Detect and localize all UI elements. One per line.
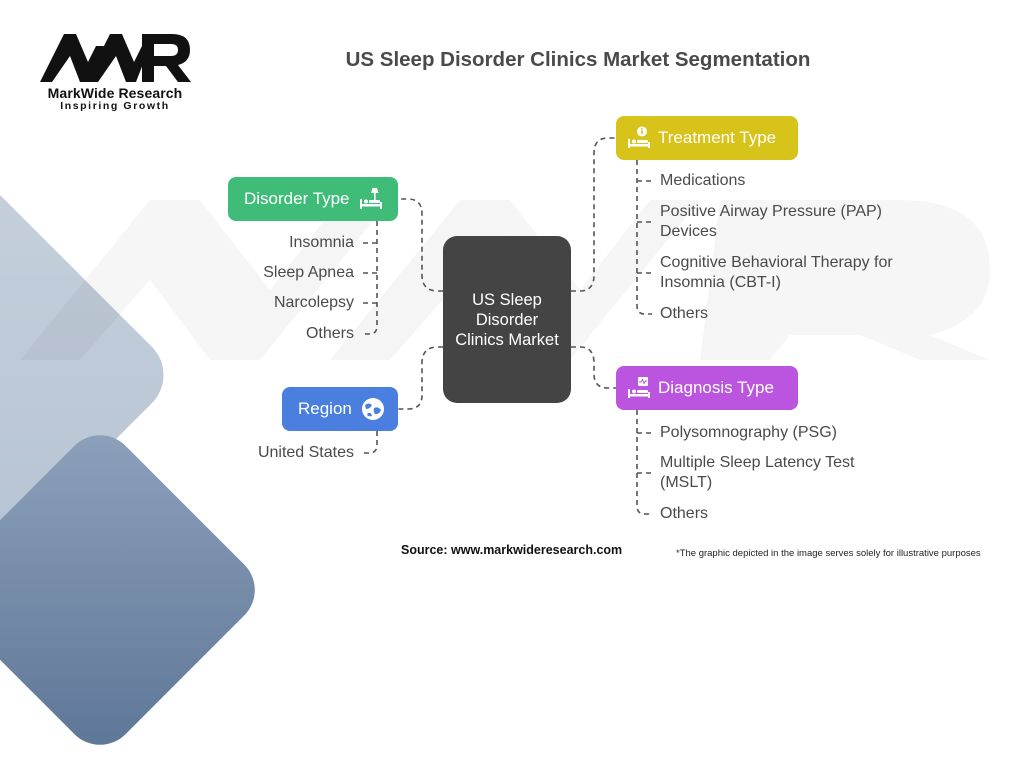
connector-center-treatment — [571, 137, 616, 292]
diagnosis-item-psg: Polysomnography (PSG) — [660, 424, 837, 441]
brand-tagline: Inspiring Growth — [60, 100, 170, 112]
source-credit: Source: www.markwideresearch.com — [401, 543, 623, 557]
disorder-item-others: Others — [305, 325, 354, 342]
brand-name: MarkWide Research — [47, 85, 183, 101]
bed-lamp-icon — [358, 186, 384, 212]
treatment-item-others: Others — [660, 305, 709, 322]
connector-center-disorder — [398, 198, 443, 292]
treatment-item-cbt-cont: Insomnia (CBT-I) — [660, 274, 781, 291]
globe-icon — [360, 396, 386, 422]
center-node-label: US Sleep Disorder Clinics Market — [455, 290, 559, 349]
connector-lines — [363, 137, 652, 515]
diagnosis-item-mslt-cont: (MSLT) — [660, 474, 713, 491]
region-item-united-states: United States — [257, 444, 354, 461]
disorder-item-insomnia: Insomnia — [289, 234, 354, 251]
treatment-item-pap: Positive Airway Pressure (PAP) — [660, 203, 882, 220]
bed-monitor-icon — [626, 375, 652, 401]
bed-info-icon — [626, 125, 652, 151]
connector-center-diagnosis — [571, 346, 616, 389]
diagnosis-item-mslt: Multiple Sleep Latency Test — [660, 454, 855, 471]
category-treatment-type[interactable]: Treatment Type — [616, 116, 798, 160]
category-label: Treatment Type — [658, 128, 777, 147]
connector-treatment-items — [636, 160, 652, 315]
category-disorder-type[interactable]: Disorder Type — [228, 177, 398, 221]
category-label: Diagnosis Type — [658, 378, 774, 397]
category-label: Region — [298, 399, 352, 418]
category-region[interactable]: Region — [282, 387, 398, 431]
connector-disorder-items — [363, 221, 378, 335]
category-label: Disorder Type — [244, 189, 350, 208]
page-title: US Sleep Disorder Clinics Market Segment… — [345, 48, 811, 71]
connector-diagnosis-items — [636, 410, 652, 515]
treatment-item-medications: Medications — [660, 172, 746, 189]
mwr-logo-mark — [40, 34, 191, 82]
treatment-item-pap-cont: Devices — [660, 223, 717, 240]
treatment-item-cbt: Cognitive Behavioral Therapy for — [660, 254, 893, 271]
disorder-item-sleep-apnea: Sleep Apnea — [263, 264, 354, 281]
disorder-item-narcolepsy: Narcolepsy — [273, 294, 354, 311]
connector-region-items — [363, 431, 378, 454]
diagnosis-item-others: Others — [660, 505, 709, 522]
center-node[interactable]: US Sleep Disorder Clinics Market — [443, 236, 571, 403]
connector-center-region — [398, 346, 443, 410]
disclaimer-note: *The graphic depicted in the image serve… — [676, 548, 981, 559]
category-diagnosis-type[interactable]: Diagnosis Type — [616, 366, 798, 410]
brand-logo: MarkWide Research Inspiring Growth — [38, 32, 192, 112]
